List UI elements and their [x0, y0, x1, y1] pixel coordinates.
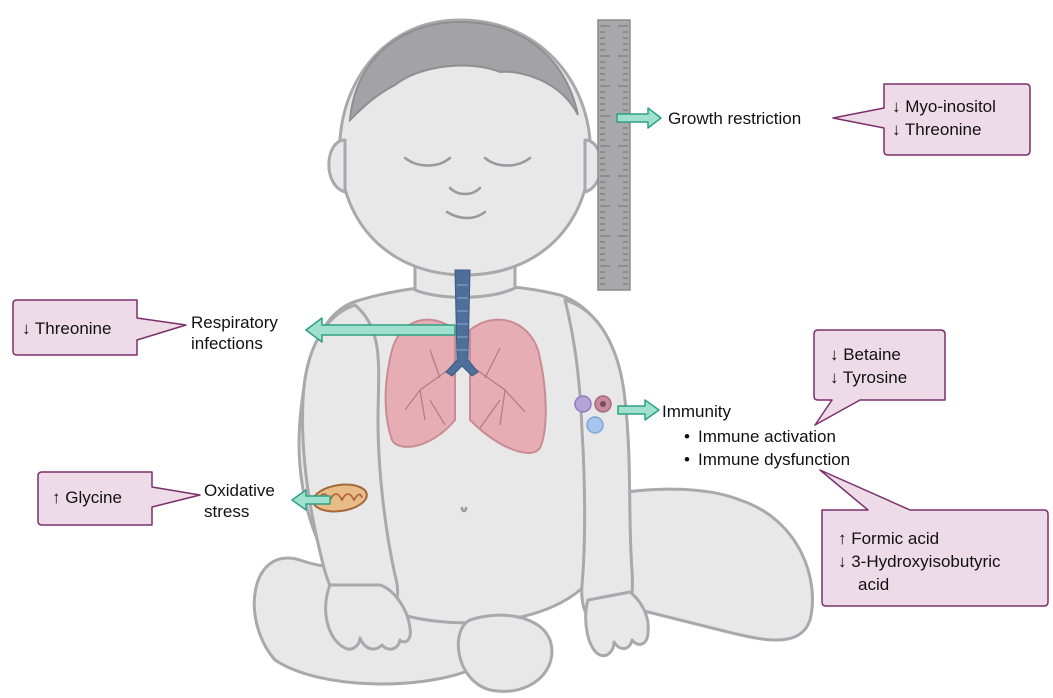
- growth-callout-line1: ↓ Myo-inositol: [892, 96, 996, 117]
- immunity-bullet: Immune dysfunction: [676, 448, 850, 471]
- immunity-bottom-callout-line3: acid: [858, 574, 889, 595]
- respiratory-label-line1: Respiratory: [191, 312, 278, 333]
- immunity-top-callout-line1: ↓ Betaine: [830, 344, 901, 365]
- immunity-bottom-callout-line2: ↓ 3-Hydroxyisobutyric: [838, 551, 1001, 572]
- oxidative-callout-line1: ↑ Glycine: [52, 487, 122, 508]
- oxidative-label-line2: stress: [204, 501, 249, 522]
- respiratory-label-line2: infections: [191, 333, 263, 354]
- ruler-icon: [598, 20, 630, 290]
- immunity-bullets: Immune activation Immune dysfunction: [676, 425, 850, 471]
- respiratory-callout-line1: ↓ Threonine: [22, 318, 111, 339]
- immunity-bullet: Immune activation: [676, 425, 850, 448]
- immunity-label: Immunity: [662, 401, 731, 422]
- growth-restriction-label: Growth restriction: [668, 108, 801, 129]
- immunity-bottom-callout-line1: ↑ Formic acid: [838, 528, 939, 549]
- oxidative-label-line1: Oxidative: [204, 480, 275, 501]
- immunity-top-callout-line2: ↓ Tyrosine: [830, 367, 907, 388]
- growth-callout-line2: ↓ Threonine: [892, 119, 981, 140]
